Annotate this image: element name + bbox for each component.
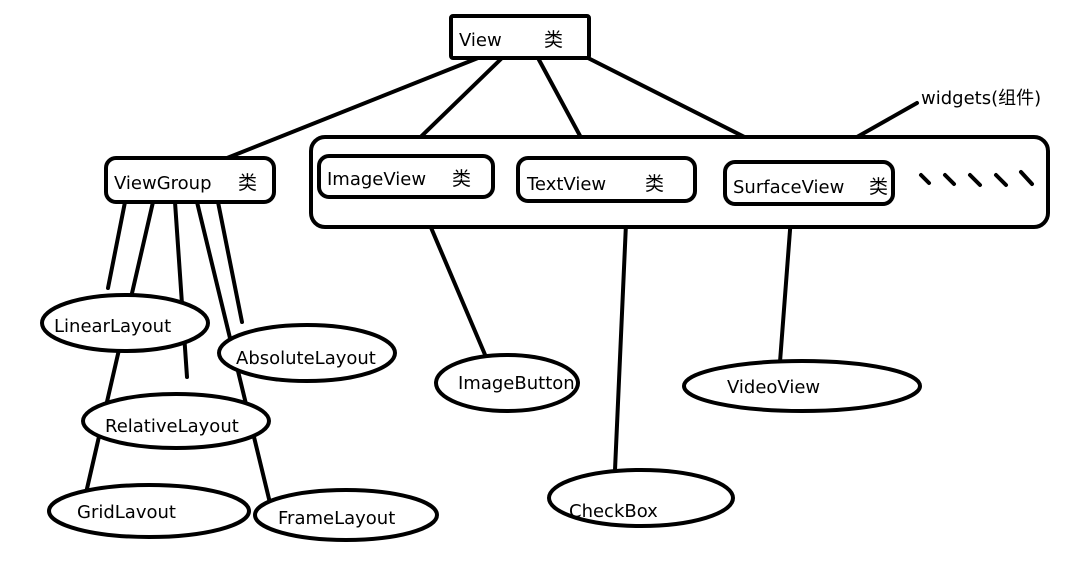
imagebutton-node: ImageButton: [434, 353, 580, 413]
surfaceview-label: SurfaceView: [733, 177, 844, 198]
framelayout-node: FrameLayout: [253, 488, 439, 542]
edge-widgets-label: [855, 101, 919, 139]
viewgroup-label: ViewGroup: [114, 173, 212, 194]
edge-textview-checkbox: [613, 199, 629, 472]
checkbox-node: CheckBox: [547, 468, 735, 528]
imagebutton-label: ImageButton: [458, 373, 575, 394]
edge-view-viewgroup: [220, 56, 480, 162]
checkbox-label: CheckBox: [569, 501, 658, 522]
gridlavout-node: GridLavout: [47, 483, 251, 539]
edge-viewgroup-relativelayout: [173, 200, 189, 379]
absolutelayout-node: AbsoluteLayout: [217, 323, 397, 383]
videoview-label: VideoView: [727, 377, 820, 398]
viewgroup-node: ViewGroup 类: [104, 156, 276, 204]
edge-surfaceview-videoview: [778, 202, 794, 364]
relativelayout-node: RelativeLayout: [81, 392, 271, 450]
viewgroup-suffix: 类: [238, 172, 257, 194]
framelayout-label: FrameLayout: [278, 508, 395, 529]
edge-viewgroup-linearlayout: [106, 200, 127, 290]
textview-node: TextView 类: [516, 156, 697, 203]
surfaceview-node: SurfaceView 类: [723, 160, 895, 206]
view-label: View: [459, 30, 502, 51]
imageview-node: ImageView 类: [317, 154, 495, 199]
widgets-label: widgets(组件): [921, 88, 1041, 109]
linearlayout-node: LinearLayout: [40, 293, 210, 353]
relativelayout-label: RelativeLayout: [105, 416, 239, 437]
textview-suffix: 类: [645, 173, 664, 195]
imageview-label: ImageView: [327, 169, 426, 190]
ellipsis-strokes: [919, 170, 1034, 187]
view-suffix: 类: [544, 29, 563, 51]
edge-viewgroup-absolutelayout: [216, 200, 244, 324]
gridlavout-label: GridLavout: [77, 502, 176, 523]
linearlayout-label: LinearLayout: [54, 316, 171, 337]
surfaceview-suffix: 类: [869, 176, 888, 198]
textview-label: TextView: [526, 174, 606, 195]
view-node: View 类: [449, 14, 591, 60]
videoview-node: VideoView: [682, 359, 922, 413]
imageview-suffix: 类: [452, 168, 471, 190]
absolutelayout-label: AbsoluteLayout: [236, 348, 376, 369]
